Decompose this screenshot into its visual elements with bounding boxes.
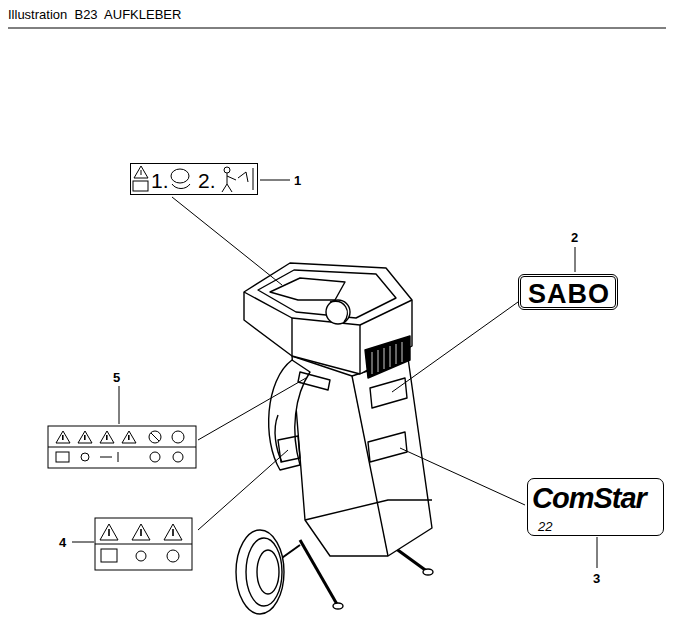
callout-number: 2	[571, 231, 578, 244]
model-sticker: ComStar 22	[527, 478, 664, 536]
model-number: 22	[538, 520, 552, 533]
sticker-warning-label: 1. 2.	[130, 163, 258, 195]
brand-sticker: SABO	[518, 274, 618, 310]
step-number: 2.	[198, 170, 216, 191]
page-title: Illustration B23 AUFKLEBER	[8, 7, 181, 22]
callout-number: 3	[593, 572, 600, 585]
step-number: 1.	[151, 170, 169, 191]
brand-logo-text: SABO	[528, 281, 610, 308]
callout-number: 5	[113, 371, 120, 384]
model-name: ComStar	[532, 484, 646, 513]
callout-number: 4	[59, 536, 66, 549]
callout-number: 1	[294, 174, 301, 187]
